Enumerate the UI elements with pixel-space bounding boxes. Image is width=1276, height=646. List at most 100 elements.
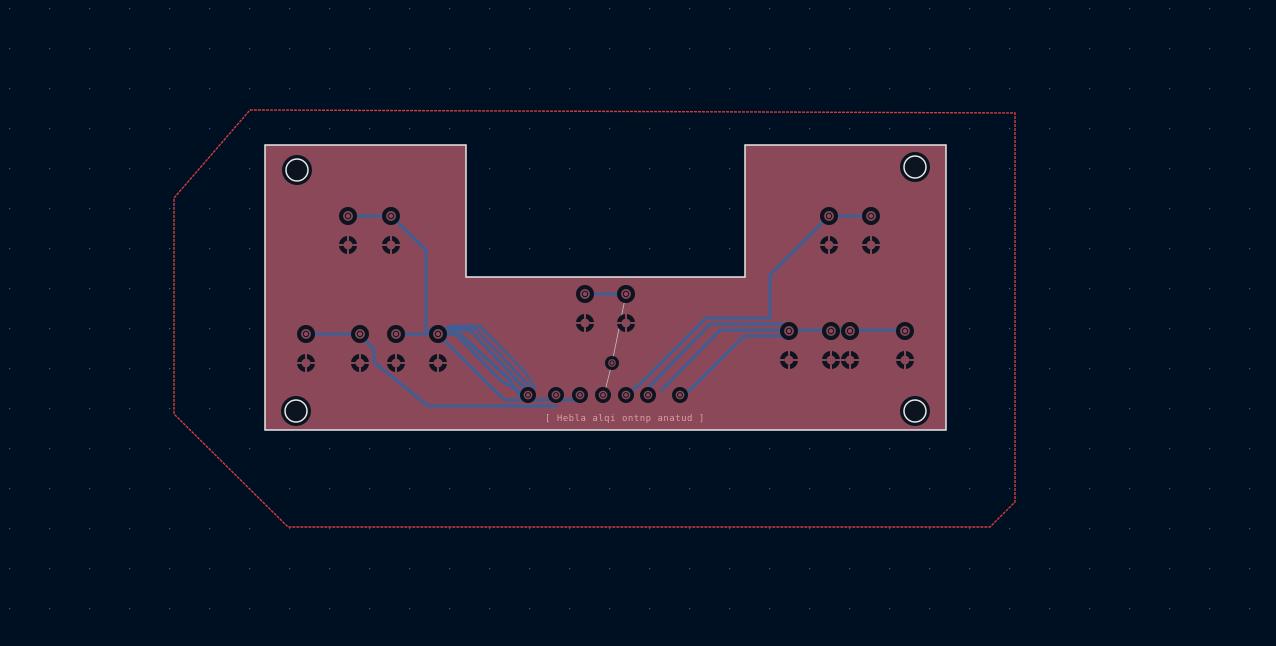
grid-dot: [49, 448, 51, 450]
switch-pad[interactable]: [617, 285, 635, 303]
grid-dot: [249, 208, 251, 210]
thermal-pad[interactable]: [429, 354, 447, 372]
grid-dot: [1249, 128, 1251, 130]
grid-dot: [1089, 128, 1091, 130]
mounting-holes[interactable]: [281, 152, 930, 426]
grid-dot: [489, 8, 491, 10]
grid-dot: [1089, 448, 1091, 450]
component-pads[interactable]: [297, 207, 914, 403]
grid-dot: [289, 568, 291, 570]
thermal-pad[interactable]: [780, 351, 798, 369]
grid-dot: [1169, 568, 1171, 570]
grid-dot: [1249, 288, 1251, 290]
grid-dot: [329, 448, 331, 450]
zone-outline[interactable]: [173, 109, 1016, 528]
grid-dot: [1169, 528, 1171, 530]
connector-pin[interactable]: [672, 387, 688, 403]
connector-pin[interactable]: [572, 387, 588, 403]
grid-dot: [889, 48, 891, 50]
grid-dot: [289, 128, 291, 130]
grid-dot: [929, 448, 931, 450]
switch-pad[interactable]: [862, 207, 880, 225]
grid-dot: [1089, 8, 1091, 10]
switch-pad[interactable]: [339, 207, 357, 225]
thermal-pad[interactable]: [822, 351, 840, 369]
thermal-pad[interactable]: [896, 351, 914, 369]
thermal-pad[interactable]: [617, 314, 635, 332]
switch-pad[interactable]: [382, 207, 400, 225]
test-pad[interactable]: [605, 356, 619, 370]
grid-dot: [609, 568, 611, 570]
grid-dot: [489, 208, 491, 210]
mounting-hole[interactable]: [281, 396, 311, 426]
switch-pad[interactable]: [297, 325, 315, 343]
mounting-hole[interactable]: [900, 396, 930, 426]
grid-dot: [969, 408, 971, 410]
connector-pin[interactable]: [595, 387, 611, 403]
grid-dot: [1249, 248, 1251, 250]
switch-pad[interactable]: [820, 207, 838, 225]
grid-dot: [1009, 608, 1011, 610]
grid-dot: [1049, 288, 1051, 290]
board-copper-pour[interactable]: [264, 144, 947, 431]
grid-dot: [409, 128, 411, 130]
thermal-pad[interactable]: [297, 354, 315, 372]
switch-pad[interactable]: [576, 285, 594, 303]
grid-dot: [89, 248, 91, 250]
thermal-pad[interactable]: [841, 351, 859, 369]
grid-dot: [489, 608, 491, 610]
switch-pad[interactable]: [351, 325, 369, 343]
grid-dot: [1009, 8, 1011, 10]
mounting-hole[interactable]: [900, 152, 930, 182]
switch-pad[interactable]: [896, 322, 914, 340]
grid-dot: [129, 488, 131, 490]
grid-dot: [289, 8, 291, 10]
grid-dot: [329, 88, 331, 90]
grid-dot: [609, 128, 611, 130]
switch-pad[interactable]: [841, 322, 859, 340]
thermal-pad[interactable]: [862, 236, 880, 254]
grid-dot: [1129, 568, 1131, 570]
grid-dot: [249, 48, 251, 50]
grid-dot: [209, 168, 211, 170]
thermal-pad[interactable]: [576, 314, 594, 332]
mounting-hole[interactable]: [282, 155, 312, 185]
grid-dot: [289, 528, 291, 530]
grid-dot: [409, 568, 411, 570]
silkscreen-text: [ Hebla alqi ontnp anatud ]: [545, 414, 705, 424]
grid-dot: [849, 48, 851, 50]
grid-dot: [649, 168, 651, 170]
grid-dot: [489, 168, 491, 170]
thermal-pad[interactable]: [351, 354, 369, 372]
thermal-pad[interactable]: [387, 354, 405, 372]
switch-pad[interactable]: [387, 325, 405, 343]
connector-pin[interactable]: [548, 387, 564, 403]
grid-dot: [1249, 328, 1251, 330]
grid-dot: [1009, 248, 1011, 250]
grid-dot: [1209, 288, 1211, 290]
grid-dot: [449, 568, 451, 570]
switch-pad[interactable]: [780, 322, 798, 340]
grid-dot: [569, 448, 571, 450]
thermal-pad[interactable]: [339, 236, 357, 254]
grid-dot: [1129, 528, 1131, 530]
grid-dot: [209, 128, 211, 130]
switch-pad[interactable]: [822, 322, 840, 340]
thermal-pad[interactable]: [382, 236, 400, 254]
connector-pin[interactable]: [520, 387, 536, 403]
grid-dot: [209, 488, 211, 490]
grid-dot: [9, 528, 11, 530]
switch-pad[interactable]: [429, 325, 447, 343]
grid-dot: [1209, 88, 1211, 90]
connector-pin[interactable]: [640, 387, 656, 403]
connector-pin[interactable]: [618, 387, 634, 403]
grid-dot: [169, 368, 171, 370]
grid-dot: [649, 208, 651, 210]
thermal-pad[interactable]: [820, 236, 838, 254]
grid-dot: [849, 608, 851, 610]
grid-dot: [689, 528, 691, 530]
grid-dot: [1009, 128, 1011, 130]
grid-dot: [529, 128, 531, 130]
grid-dot: [809, 568, 811, 570]
